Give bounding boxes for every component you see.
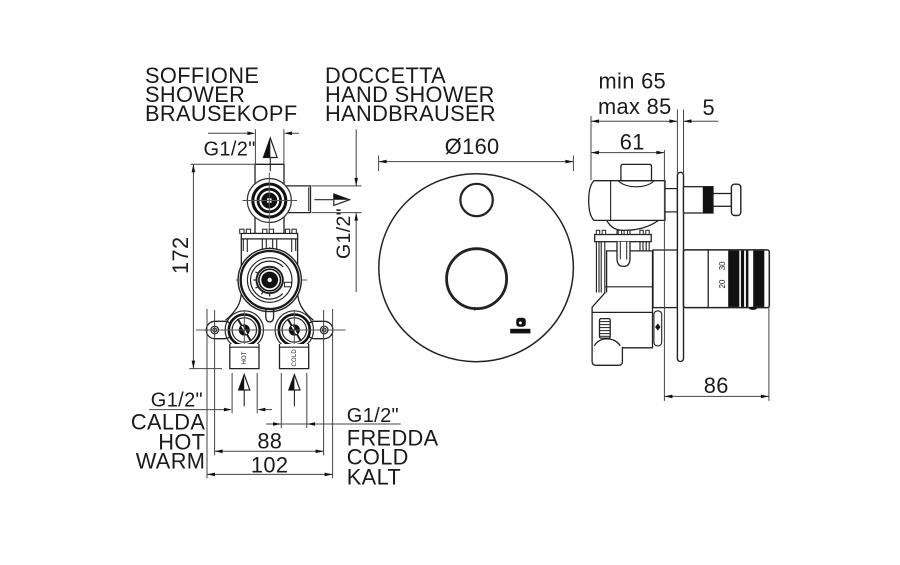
svg-text:102: 102 (251, 452, 288, 477)
svg-text:WARM: WARM (136, 448, 206, 473)
svg-text:G1/2": G1/2" (333, 208, 355, 259)
svg-text:SOFFIONE: SOFFIONE (145, 63, 259, 88)
svg-text:FREDDA: FREDDA (347, 425, 439, 450)
svg-text:61: 61 (620, 130, 645, 155)
svg-text:G1/2": G1/2" (204, 138, 256, 160)
svg-text:G1/2": G1/2" (151, 389, 203, 411)
svg-text:HANDBRAUSER: HANDBRAUSER (325, 101, 496, 126)
svg-text:86: 86 (704, 373, 729, 398)
svg-text:Ø160: Ø160 (445, 134, 500, 159)
svg-text:DOCCETTA: DOCCETTA (325, 63, 446, 88)
svg-text:172: 172 (168, 237, 193, 274)
svg-text:BRAUSEKOPF: BRAUSEKOPF (145, 101, 297, 126)
svg-text:COLD: COLD (292, 349, 298, 367)
svg-text:COLD: COLD (347, 445, 409, 470)
svg-text:88: 88 (257, 429, 282, 454)
svg-text:5: 5 (703, 95, 715, 120)
svg-text:min 65: min 65 (599, 68, 667, 93)
svg-text:CALDA: CALDA (131, 409, 206, 434)
svg-text:HOT: HOT (158, 429, 205, 454)
svg-text:HAND SHOWER: HAND SHOWER (325, 82, 495, 107)
svg-text:SHOWER: SHOWER (145, 82, 245, 107)
svg-text:HOT: HOT (242, 351, 248, 364)
svg-text:KALT: KALT (347, 465, 401, 490)
svg-text:G1/2": G1/2" (347, 405, 399, 427)
svg-text:20: 20 (718, 279, 727, 288)
svg-text:max 85: max 85 (598, 94, 672, 119)
svg-text:30: 30 (718, 261, 727, 270)
